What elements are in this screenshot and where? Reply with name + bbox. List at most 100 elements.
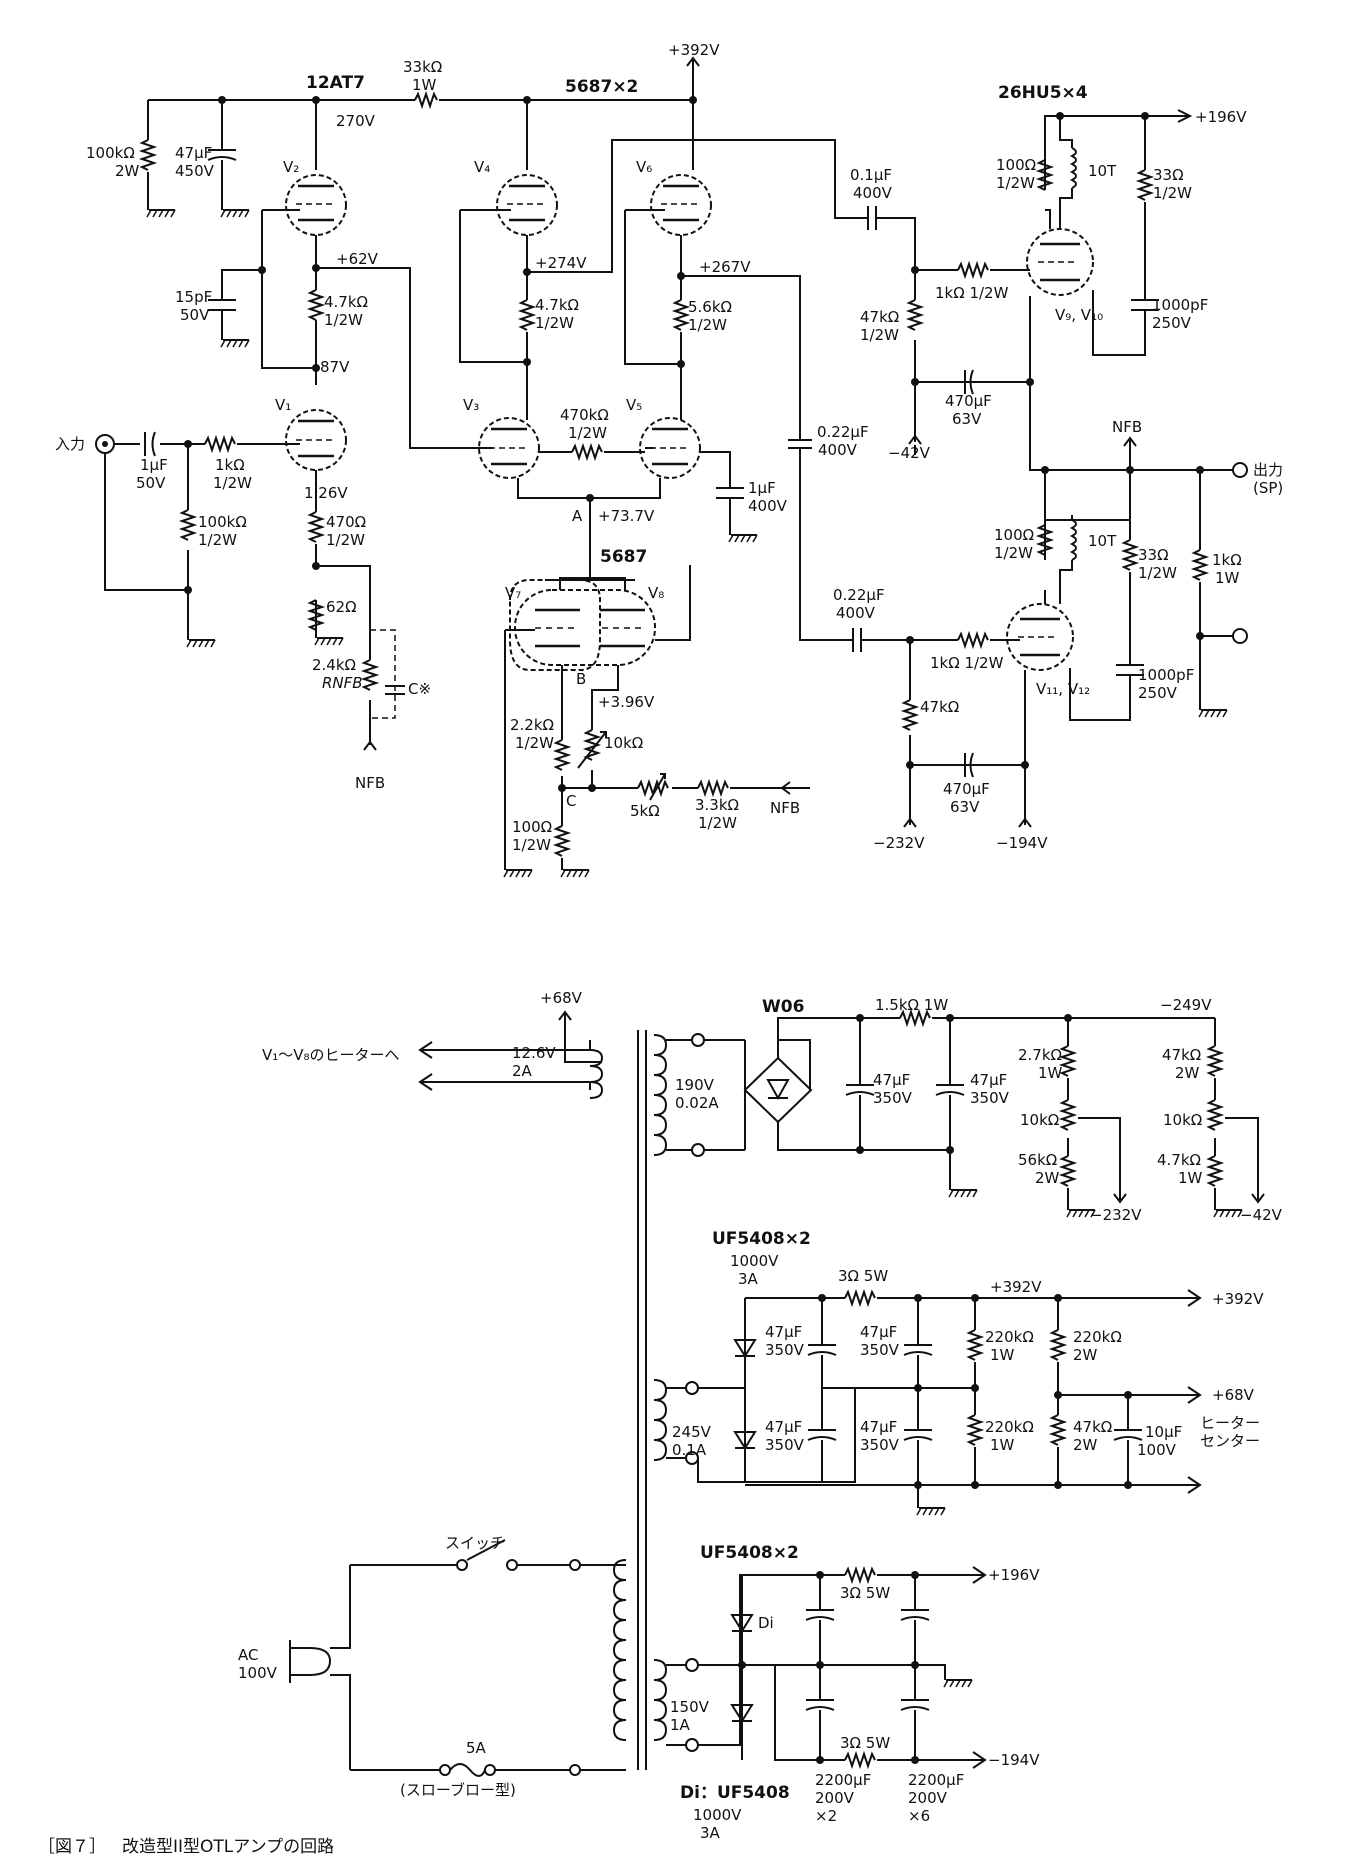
- r470k-watt: 1/2W: [568, 424, 607, 442]
- r1k-value: 1kΩ: [215, 456, 245, 474]
- figure-number: ［図７］: [38, 1837, 106, 1857]
- out-42-label: −42V: [1240, 1206, 1283, 1224]
- tube-5687-label: 5687: [600, 547, 647, 567]
- b392-label: +392V: [668, 41, 720, 59]
- c47a-volt: 350V: [873, 1089, 913, 1107]
- r10ka-value: 10kΩ: [1020, 1111, 1059, 1129]
- r47kg-watt: 1/2W: [860, 326, 899, 344]
- b68-out-label: +68V: [1212, 1386, 1255, 1404]
- r220b-value: 220kΩ: [1073, 1328, 1122, 1346]
- r220c-value: 220kΩ: [985, 1418, 1034, 1436]
- amplifier-section: 12AT7 5687×2 5687 26HU5×4 V₁ V₂ V₃ V₄ V₅…: [55, 41, 1283, 878]
- s1a-label: 1A: [670, 1716, 691, 1734]
- c01-volt: 400V: [853, 184, 893, 202]
- c470u-value: 470μF: [945, 392, 992, 410]
- v267-label: +267V: [699, 258, 751, 276]
- b196-label: +196V: [1195, 108, 1247, 126]
- heater-center-label-1: ヒーター: [1200, 1414, 1260, 1432]
- out-232-label: −232V: [1090, 1206, 1142, 1224]
- m42-label: −42V: [888, 444, 931, 462]
- r1k-grid-lower: 1kΩ 1/2W: [930, 654, 1004, 672]
- v737-label: +73.7V: [598, 507, 655, 525]
- v396-label: +3.96V: [598, 693, 655, 711]
- c1000l-volt: 250V: [1138, 684, 1178, 702]
- v4-label: V₄: [474, 158, 490, 176]
- c47b-volt: 350V: [970, 1089, 1010, 1107]
- figure-title: 改造型II型OTLアンプの回路: [122, 1837, 334, 1857]
- v9v10-label: V₉, V₁₀: [1055, 306, 1103, 324]
- m194-label: −194V: [996, 834, 1048, 852]
- r100l-watt: 1/2W: [994, 544, 1033, 562]
- r47ka-watt: 2W: [1175, 1064, 1200, 1082]
- r1kout-value: 1kΩ: [1212, 551, 1242, 569]
- v1-label: V₁: [275, 396, 291, 414]
- b196-out-label: +196V: [988, 1566, 1040, 1584]
- r3b-label: 3Ω 5W: [840, 1584, 890, 1602]
- r56k-value: 56kΩ: [1018, 1151, 1057, 1169]
- v2-label: V₂: [283, 158, 299, 176]
- v62-label: +62V: [336, 250, 379, 268]
- r33u-value: 33Ω: [1153, 166, 1184, 184]
- s150-label: 150V: [670, 1698, 710, 1716]
- b392-inner-label: +392V: [990, 1278, 1042, 1296]
- c1u400-value: 1μF: [748, 479, 776, 497]
- ac-label: AC: [238, 1646, 258, 1664]
- s01-label: 0.1A: [672, 1441, 707, 1459]
- c022b-volt: 400V: [836, 604, 876, 622]
- v87-label: 87V: [320, 358, 350, 376]
- r33k-fb-value: 3.3kΩ: [695, 796, 739, 814]
- di-volt-label: 1000V: [693, 1806, 742, 1824]
- r220a-watt: 1W: [990, 1346, 1015, 1364]
- v5-label: V₅: [626, 396, 642, 414]
- r5k-pot-value: 5kΩ: [630, 802, 660, 820]
- r33l-value: 33Ω: [1138, 546, 1169, 564]
- c1-value: 47μF: [765, 1323, 802, 1341]
- uf1-volt: 1000V: [730, 1252, 779, 1270]
- r27k-value: 2.7kΩ: [1018, 1046, 1062, 1064]
- r100c-watt: 1/2W: [512, 836, 551, 854]
- c2-value: 47μF: [860, 1323, 897, 1341]
- r27k-watt: 1W: [1038, 1064, 1063, 1082]
- rnfb-value: 2.4kΩ: [312, 656, 356, 674]
- r47kc-watt: 2W: [1073, 1436, 1098, 1454]
- r62-value: 62Ω: [326, 598, 357, 616]
- r56k-watt: 1/2W: [688, 316, 727, 334]
- r100c-value: 100Ω: [512, 818, 552, 836]
- c1u-value: 1μF: [140, 456, 168, 474]
- heater-center-label-2: センター: [1200, 1432, 1260, 1450]
- c470l-volt: 63V: [950, 798, 980, 816]
- v3-label: V₃: [463, 396, 479, 414]
- di-label: Di: [758, 1614, 774, 1632]
- r1k-watt: 1/2W: [213, 474, 252, 492]
- r33k-value: 33kΩ: [403, 58, 442, 76]
- heater-to-label: V₁〜V₈のヒーターへ: [262, 1046, 400, 1064]
- r10kb-value: 10kΩ: [1163, 1111, 1202, 1129]
- v270-label: 270V: [336, 112, 376, 130]
- c1-volt: 350V: [765, 1341, 805, 1359]
- c2200b-volt: 200V: [908, 1789, 948, 1807]
- r22k-watt: 1/2W: [515, 734, 554, 752]
- c4-volt: 350V: [860, 1436, 900, 1454]
- s245-label: 245V: [672, 1423, 712, 1441]
- node-a-label: A: [572, 507, 583, 525]
- r47kg-value: 47kΩ: [860, 308, 899, 326]
- m194-out-label: −194V: [988, 1751, 1040, 1769]
- power-supply-section: +68V V₁〜V₈のヒーターへ 12.6V 2A 190V 0.02A W06…: [238, 989, 1283, 1842]
- r470k-value: 470kΩ: [560, 406, 609, 424]
- r47kb-watt: 1W: [1178, 1169, 1203, 1187]
- node-c-label: C: [566, 792, 576, 810]
- c10-value: 10μF: [1145, 1423, 1182, 1441]
- ac100-label: 100V: [238, 1664, 278, 1682]
- h126-label: 12.6V: [512, 1044, 556, 1062]
- m249-label: −249V: [1160, 996, 1212, 1014]
- r1k-grid-upper: 1kΩ 1/2W: [935, 284, 1009, 302]
- nfb-fb-label: NFB: [770, 799, 800, 817]
- r33k-watt: 1W: [412, 76, 437, 94]
- r470-watt: 1/2W: [326, 531, 365, 549]
- tube-26hu5-label: 26HU5×4: [998, 83, 1088, 103]
- c01-value: 0.1μF: [850, 166, 892, 184]
- c4-value: 47μF: [860, 1418, 897, 1436]
- r47kc-value: 47kΩ: [1073, 1418, 1112, 1436]
- c1000u-volt: 250V: [1152, 314, 1192, 332]
